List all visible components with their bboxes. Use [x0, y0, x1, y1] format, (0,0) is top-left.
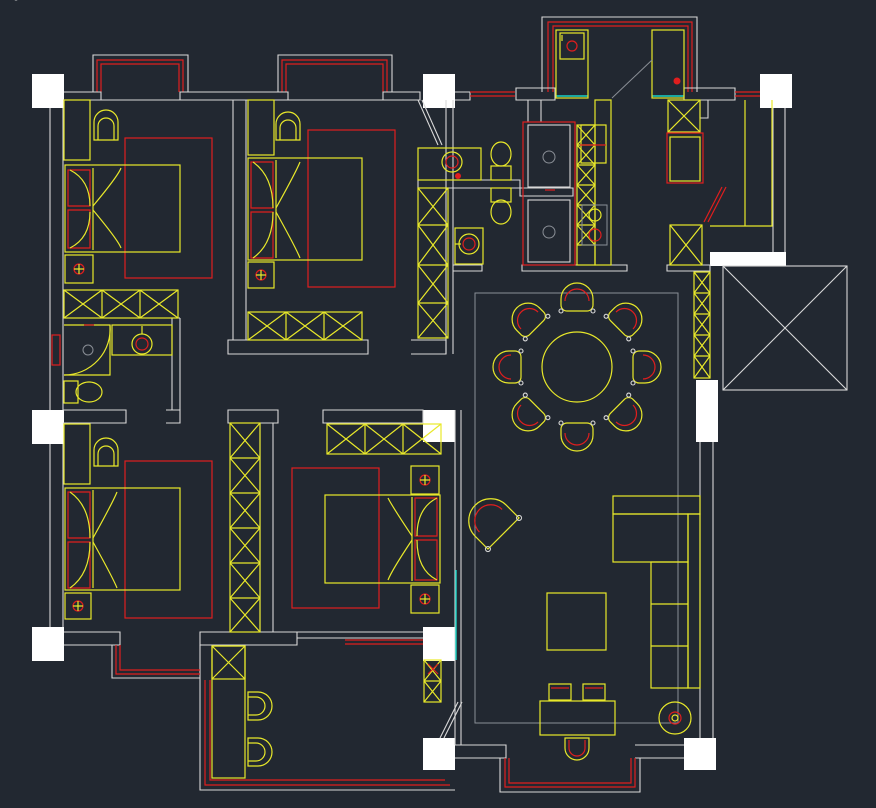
elevator-shaft: [693, 265, 848, 391]
basin-counter: [417, 147, 482, 181]
nightstand: [410, 465, 440, 495]
chair-icon: [275, 111, 301, 141]
shower: [555, 29, 589, 99]
dining-chairs: [492, 282, 662, 452]
dining-table: [14, 0, 613, 403]
double-bed: [324, 494, 441, 584]
plant-icon: [658, 701, 692, 735]
storage: [211, 645, 246, 779]
kitchen: [522, 29, 773, 266]
structural-columns: [32, 74, 792, 770]
wardrobe: [63, 289, 179, 319]
storage-shelf: [417, 187, 449, 339]
balcony-bottom-outline: [111, 639, 641, 793]
chair-icon: [93, 109, 119, 141]
basin: [454, 227, 484, 265]
nightstand: [64, 592, 92, 620]
armchair: [468, 498, 523, 553]
outer-walls: [49, 87, 786, 759]
double-bed: [247, 157, 363, 261]
coffee-table: [546, 592, 607, 651]
bedroom-top-middle: [247, 99, 396, 341]
living-dining: [14, 0, 701, 761]
toilet-icon: [490, 141, 512, 167]
basin-cabinet: [111, 324, 173, 356]
toilet-tank: [63, 380, 79, 404]
interior-walls: [63, 99, 711, 745]
nightstand: [64, 254, 94, 284]
bathroom-bump-out-top: [541, 16, 698, 97]
nightstand: [247, 261, 275, 289]
rug: [307, 129, 396, 288]
rug-outline: [474, 292, 679, 724]
wardrobe: [326, 423, 442, 455]
chair-icon: [93, 437, 119, 467]
toilet-icon: [75, 381, 103, 403]
lounge-chair-icon: [247, 737, 273, 767]
double-bed: [64, 164, 181, 253]
master-bedroom: [291, 423, 457, 660]
bathroom-center: [417, 99, 512, 339]
counter: [522, 121, 576, 266]
balcony-bottom: [211, 645, 463, 779]
bedroom-top-left: [63, 99, 213, 319]
desk: [539, 683, 616, 761]
window-bay-top-left: [92, 54, 189, 92]
rug: [291, 467, 380, 609]
wardrobe: [247, 311, 363, 341]
lounge-chair-icon: [247, 691, 273, 721]
window-bay-top-middle: [277, 54, 393, 92]
shower: [651, 29, 685, 99]
bathroom-left: [51, 324, 173, 404]
bedroom-bottom-left: [63, 423, 213, 620]
nightstand: [410, 584, 440, 614]
rug: [124, 460, 213, 619]
side-panel: [63, 99, 91, 161]
rug: [124, 137, 213, 279]
wardrobe-vertical: [229, 422, 261, 633]
double-bed: [64, 487, 181, 591]
sofa: [612, 495, 701, 689]
toilet-icon: [490, 199, 512, 225]
